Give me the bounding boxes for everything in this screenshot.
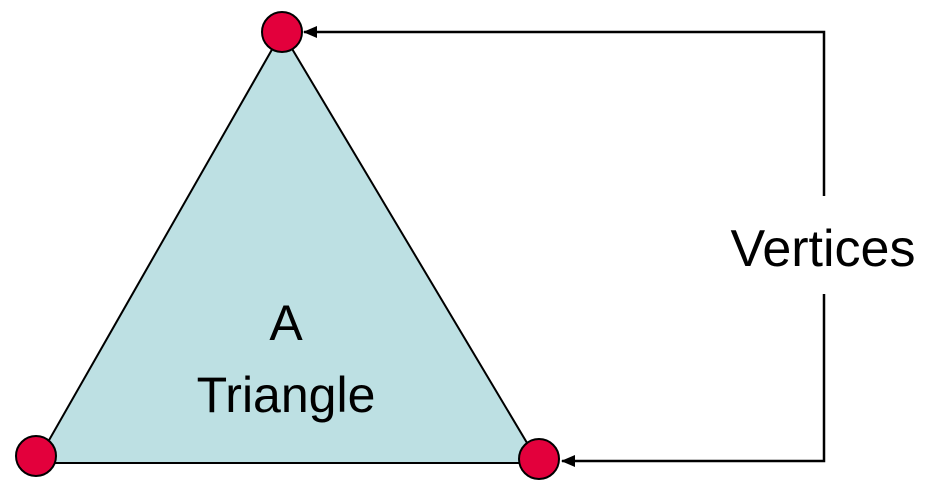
triangle-shape [34,30,541,464]
triangle-label-line1: A [269,295,303,351]
vertices-bracket-line [303,26,826,196]
triangle-label-line2: Triangle [196,367,376,423]
vertices-bracket-line-lower [561,294,826,467]
vertex-bottom-left [15,435,57,477]
vertex-top [261,11,303,53]
vertices-label: Vertices [726,223,920,275]
vertex-bottom-right [518,438,560,480]
